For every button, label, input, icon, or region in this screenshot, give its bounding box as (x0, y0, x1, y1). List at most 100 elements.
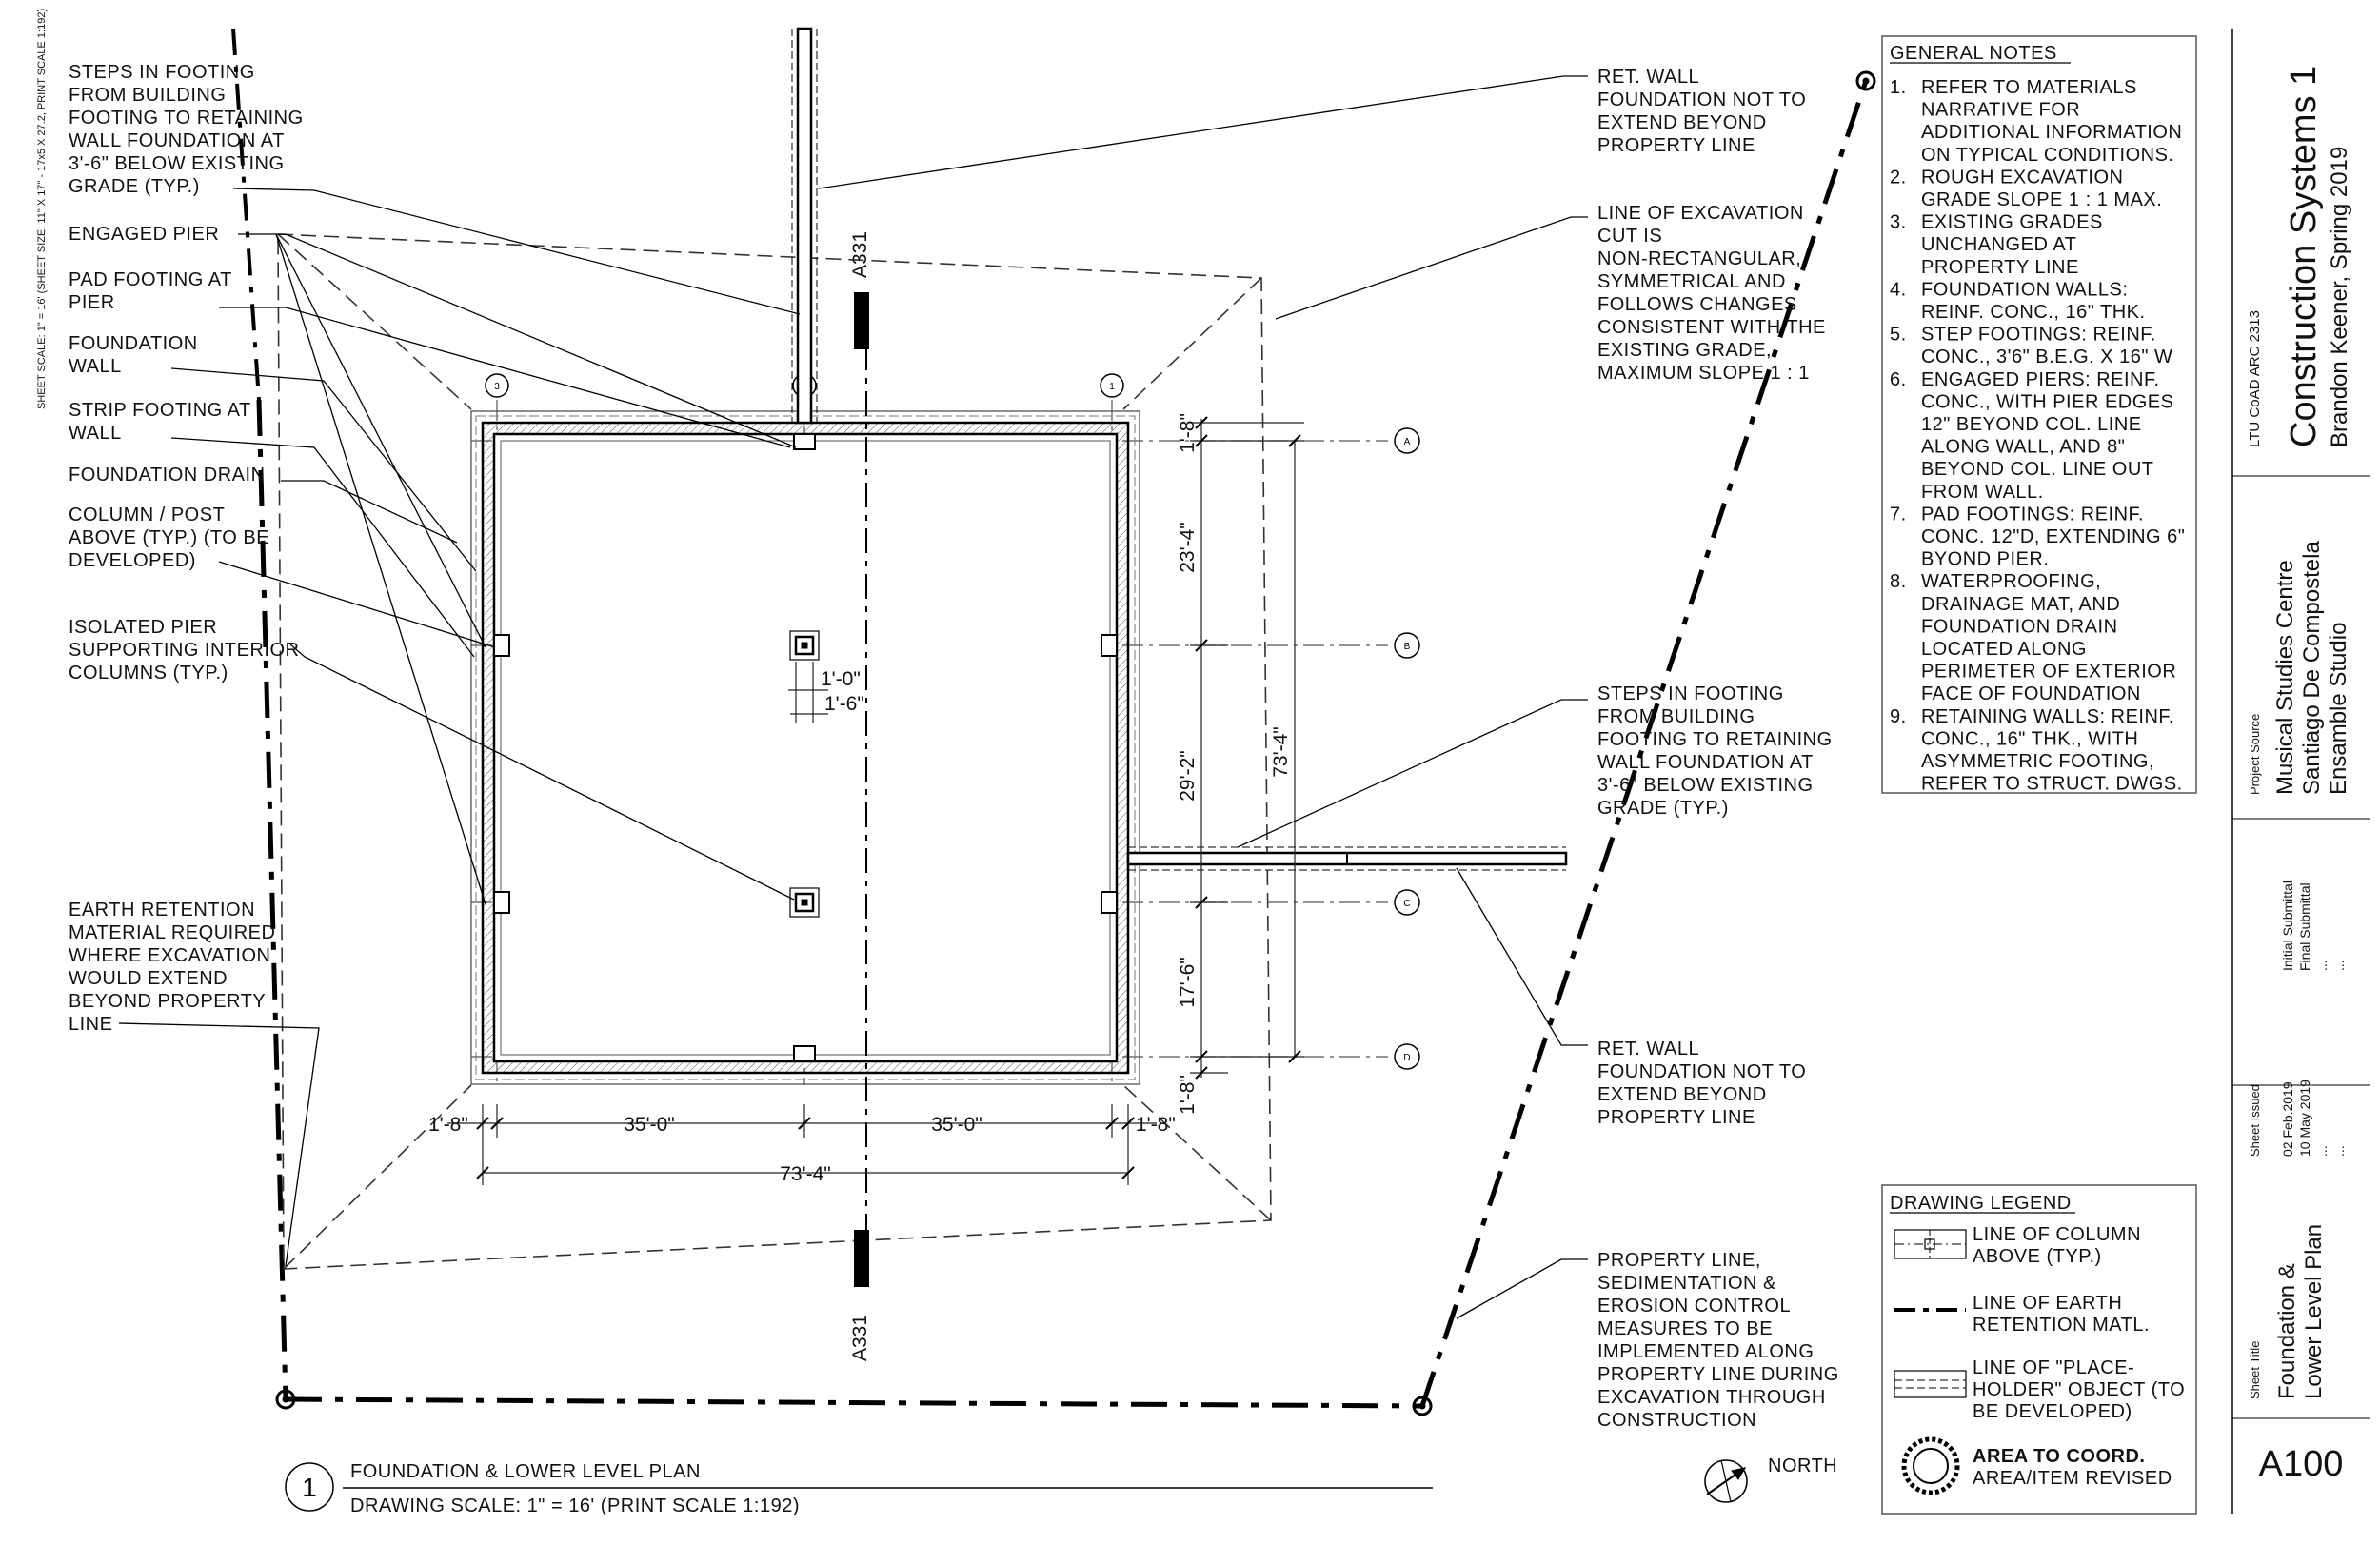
note-steps-footing-right: STEPS IN FOOTING FROM BUILDING FOOTING T… (1597, 683, 1838, 819)
dim-overall-vertical: 73'-4" (1270, 726, 1292, 778)
note-line: FROM WALL. (1921, 482, 2044, 503)
note-line: 12" BEYOND COL. LINE (1921, 414, 2142, 435)
excavation-line (277, 233, 1272, 1270)
project-line-3: Ensamble Studio (2326, 623, 2351, 795)
north-label: NORTH (1768, 1456, 1837, 1476)
property-corner-se (1412, 1396, 1433, 1416)
note-line: REFER TO MATERIALS (1921, 77, 2137, 98)
note-line: STEP FOOTINGS: REINF. (1921, 325, 2156, 346)
right-leaders (818, 75, 1588, 1319)
submittal-2: Final Submittal (2297, 882, 2312, 971)
note-number: 6. (1890, 369, 1907, 390)
note-number: 7. (1890, 504, 1907, 525)
note-line: ADDITIONAL INFORMATION (1921, 122, 2182, 143)
note-pad-footing: PAD FOOTING AT PIER (69, 269, 238, 313)
sheet-number: A100 (2259, 1444, 2344, 1484)
course-author: Brandon Keener, Spring 2019 (2327, 147, 2352, 447)
grid-bubble-1 (1100, 373, 1124, 398)
dim-row-bc: 29'-2" (1177, 750, 1199, 802)
note-line: NARRATIVE FOR (1921, 100, 2080, 121)
drawing-title: FOUNDATION & LOWER LEVEL PLAN (350, 1461, 701, 1482)
section-mark-top[interactable]: A331 (849, 231, 871, 278)
foundation-walls (470, 410, 1140, 1085)
note-property-line: PROPERTY LINE, SEDIMENTATION & EROSION C… (1597, 1250, 1845, 1431)
note-isolated-pier: ISOLATED PIER SUPPORTING INTERIOR COLUMN… (69, 617, 306, 683)
svg-text:C: C (1403, 899, 1410, 909)
note-line: REFER TO STRUCT. DWGS. (1921, 774, 2183, 795)
svg-text:D: D (1403, 1053, 1410, 1063)
legend-revision-cloud-icon (1901, 1436, 1960, 1495)
note-number: 5. (1890, 325, 1907, 346)
note-line: ROUGH EXCAVATION (1921, 167, 2123, 188)
retaining-wall-north (791, 27, 818, 425)
left-annotations: STEPS IN FOOTING FROM BUILDING FOOTING T… (69, 62, 309, 1035)
note-line: BYOND PIER. (1921, 549, 2049, 570)
dim-bay-left: 35'-0" (624, 1114, 675, 1136)
section-cut-line (854, 292, 869, 1287)
course-name: Construction Systems 1 (2284, 66, 2324, 447)
project-line-2: Santiago De Compostela (2299, 541, 2325, 795)
note-engaged-pier: ENGAGED PIER (69, 224, 219, 245)
note-number: 2. (1890, 167, 1907, 188)
project-line-1: Musical Studies Centre (2272, 560, 2298, 795)
note-line: CONC., WITH PIER EDGES (1921, 391, 2173, 412)
drawing-scale: DRAWING SCALE: 1" = 16' (PRINT SCALE 1:1… (350, 1495, 800, 1516)
svg-text:A: A (1404, 437, 1411, 447)
note-steps-footing-left: STEPS IN FOOTING FROM BUILDING FOOTING T… (69, 62, 309, 197)
retaining-wall-east (1126, 846, 1568, 871)
note-line: ENGAGED PIERS: REINF. (1921, 369, 2160, 390)
left-leaders (118, 188, 801, 1267)
note-foundation-drain: FOUNDATION DRAIN (69, 465, 266, 485)
general-notes-box (1881, 35, 2197, 794)
issued-date-4: ... (2331, 1145, 2347, 1157)
property-corner-ne (1855, 70, 1876, 91)
dim-bottom-offset: 1'-8" (1177, 1075, 1199, 1115)
note-line: GRADE SLOPE 1 : 1 MAX. (1921, 189, 2162, 210)
section-mark-bottom[interactable]: A331 (849, 1315, 871, 1361)
dim-left-offset: 1'-8" (428, 1114, 468, 1136)
right-annotations: RET. WALL FOUNDATION NOT TO EXTEND BEYON… (1597, 67, 1845, 1431)
legend-item-revision: AREA TO COORD. AREA/ITEM REVISED (1973, 1446, 2172, 1489)
dim-top-offset: 1'-8" (1177, 413, 1199, 453)
note-line: LOCATED ALONG (1921, 639, 2087, 660)
grid-bubble-A (1394, 427, 1420, 454)
sheet-title-label: Sheet Title (2248, 1341, 2262, 1399)
dim-pier-inner: 1'-0" (821, 668, 861, 690)
isolated-piers (789, 630, 820, 918)
dimension-lines (447, 419, 1304, 1185)
legend-placeholder-icon (1894, 1370, 1967, 1398)
dim-overall-horizontal: 73'-4" (780, 1163, 831, 1185)
note-line: FACE OF FOUNDATION (1921, 683, 2141, 704)
dimension-ticks (476, 416, 1301, 1179)
drawing-title-block: 1 FOUNDATION & LOWER LEVEL PLAN DRAWING … (285, 1461, 1433, 1516)
note-strip-footing: STRIP FOOTING AT WALL (69, 400, 256, 444)
note-ret-wall-east: RET. WALL FOUNDATION NOT TO EXTEND BEYON… (1597, 1039, 1812, 1128)
svg-text:3: 3 (494, 382, 500, 392)
note-line: DRAINAGE MAT, AND (1921, 594, 2120, 615)
submittal-3: ... (2314, 960, 2330, 971)
dim-row-ab: 23'-4" (1177, 522, 1199, 573)
note-line: CONC. 12"D, EXTENDING 6" (1921, 526, 2185, 547)
note-line: FOUNDATION WALLS: (1921, 279, 2128, 300)
note-ret-wall-north: RET. WALL FOUNDATION NOT TO EXTEND BEYON… (1597, 67, 1812, 156)
note-number: 3. (1890, 212, 1907, 233)
dim-pier-outer: 1'-6" (824, 693, 864, 715)
note-number: 1. (1890, 77, 1907, 98)
note-line: ON TYPICAL CONDITIONS. (1921, 145, 2173, 166)
note-line: BEYOND COL. LINE OUT (1921, 459, 2154, 480)
note-line: CONC., 3'6" B.E.G. X 16" W (1921, 347, 2172, 367)
sheet-title-line-1: Foundation & (2274, 1263, 2300, 1399)
course-code: LTU CoAD ARC 2313 (2247, 310, 2263, 447)
note-line: UNCHANGED AT (1921, 234, 2076, 255)
svg-text:1: 1 (1109, 382, 1115, 392)
note-line: ALONG WALL, AND 8" (1921, 437, 2125, 458)
property-corner-sw (275, 1389, 296, 1410)
sheet-side-note: SHEET SCALE: 1" = 16' (SHEET SIZE: 11" X… (36, 9, 48, 409)
engaged-piers (493, 433, 1118, 1062)
note-line: PAD FOOTINGS: REINF. (1921, 504, 2144, 525)
dim-right-offset: 1'-8" (1136, 1114, 1176, 1136)
dim-bay-right: 35'-0" (931, 1114, 982, 1136)
drawing-number-bubble (285, 1462, 334, 1512)
